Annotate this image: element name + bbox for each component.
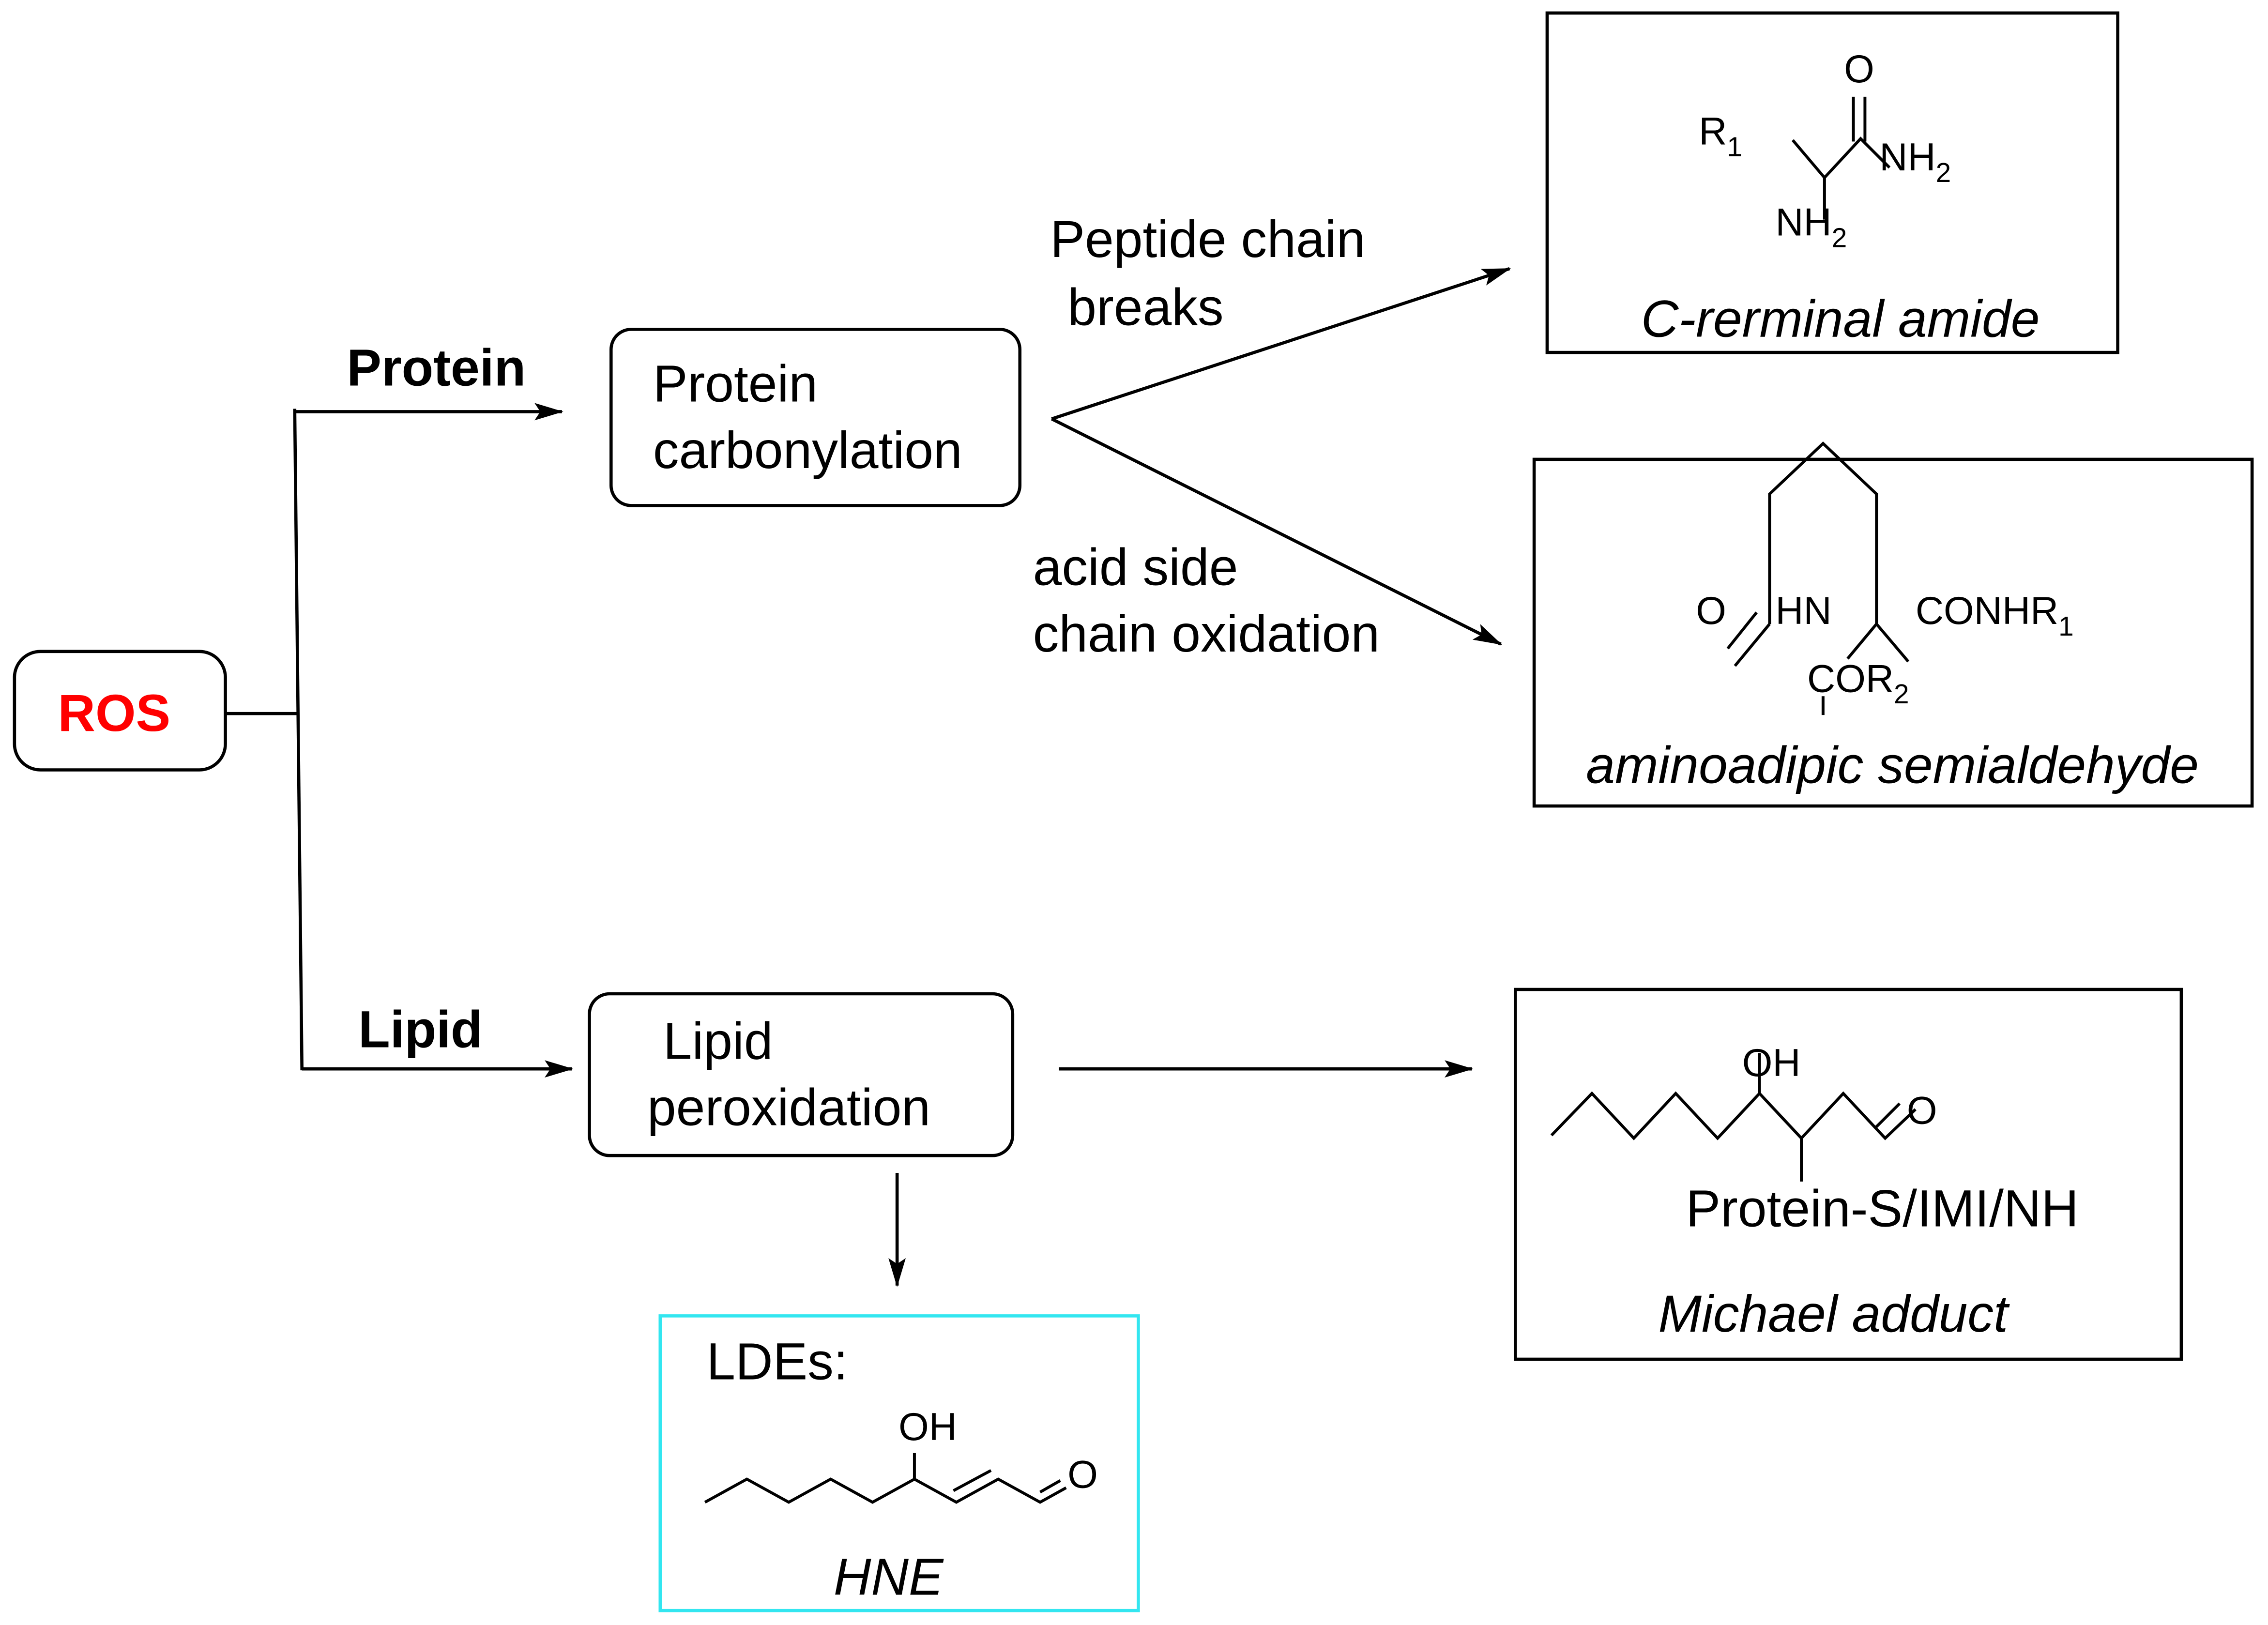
aminoadipic-caption: aminoadipic semialdehyde xyxy=(1586,736,2199,794)
side-chain-label-line2: chain oxidation xyxy=(1033,605,1380,663)
bond xyxy=(1791,137,1891,180)
bond xyxy=(1039,1479,1061,1494)
aminoadipic-structure: O HN CONHR1 COR2 xyxy=(1696,441,2074,715)
lipid-peroxidation-box xyxy=(588,992,1015,1157)
atom-oh: OH xyxy=(1742,1041,1801,1085)
atom-nh2-amine: NH2 xyxy=(1775,200,1847,253)
hne-structure: OH O xyxy=(704,1405,1098,1504)
bond xyxy=(704,1477,1067,1504)
atom-conhr1: CONHR1 xyxy=(1916,589,2074,642)
c-terminal-amide-structure: O R1 NH2 NH2 xyxy=(1699,47,1951,253)
protein-carbonylation-line1: Protein xyxy=(653,355,818,413)
peptide-chain-arrow xyxy=(1051,267,1511,421)
michael-adduct-box: OH O Protein-S/IMI/NH Michael adduct xyxy=(1513,987,2183,1361)
atom-o: O xyxy=(1067,1453,1098,1497)
bond xyxy=(1550,1091,1917,1140)
atom-oh: OH xyxy=(898,1405,957,1449)
lipid-peroxidation-node[interactable]: Lipid peroxidation xyxy=(588,992,1015,1157)
hne-caption: HNE xyxy=(834,1548,944,1606)
aminoadipic-frame xyxy=(1532,457,2254,808)
lipid-branch-label: Lipid xyxy=(358,1000,483,1058)
bond xyxy=(1768,441,1878,624)
bond xyxy=(1875,623,1910,663)
atom-o: O xyxy=(1907,1089,1937,1133)
bond xyxy=(1734,623,1771,667)
protein-branch-label: Protein xyxy=(347,339,526,397)
ros-node[interactable]: ROS xyxy=(13,650,227,772)
atom-cor2: COR2 xyxy=(1807,657,1909,710)
michael-caption: Michael adduct xyxy=(1659,1285,2010,1343)
bond xyxy=(953,1469,992,1492)
ldes-box: LDEs: OH O HNE xyxy=(658,1314,1140,1612)
atom-o: O xyxy=(1844,47,1874,91)
atom-r1: R1 xyxy=(1699,109,1742,162)
ldes-title: LDEs: xyxy=(706,1333,848,1391)
michael-structure: OH O Protein-S/IMI/NH xyxy=(1550,1041,2079,1237)
lipid-peroxidation-line2: peroxidation xyxy=(647,1078,930,1137)
c-terminal-amide-caption: C-rerminal amide xyxy=(1641,289,2040,348)
protein-carbonylation-node[interactable]: Protein carbonylation xyxy=(609,328,1022,507)
peptide-chain-label-line1: Peptide chain xyxy=(1050,210,1365,268)
protein-carbonylation-box xyxy=(609,328,1022,507)
atom-o: O xyxy=(1696,589,1726,633)
c-terminal-amide-frame xyxy=(1545,11,2119,354)
bond xyxy=(1726,611,1758,650)
ldes-frame xyxy=(658,1314,1140,1612)
ros-label: ROS xyxy=(58,684,170,742)
aminoadipic-semialdehyde-box: O HN CONHR1 COR2 aminoadipic semialdehyd… xyxy=(1532,441,2254,808)
lipid-peroxidation-line1: Lipid xyxy=(663,1012,773,1070)
peptide-chain-label-line2: breaks xyxy=(1067,278,1223,336)
michael-frame xyxy=(1513,987,2183,1361)
atom-nh2-amide: NH2 xyxy=(1879,136,1951,188)
branch-trunk xyxy=(293,409,304,1071)
atom-protein-s-imi-nh: Protein-S/IMI/NH xyxy=(1686,1179,2079,1237)
bond xyxy=(1846,623,1878,660)
side-chain-label-line1: acid side xyxy=(1033,538,1238,596)
atom-hn: HN xyxy=(1775,589,1831,633)
side-chain-arrow xyxy=(1050,417,1503,646)
bond xyxy=(1874,1102,1901,1129)
ros-box xyxy=(13,650,227,772)
protein-carbonylation-line2: carbonylation xyxy=(653,421,962,479)
c-terminal-amide-box: O R1 NH2 NH2 C-rerminal amide xyxy=(1545,11,2119,354)
